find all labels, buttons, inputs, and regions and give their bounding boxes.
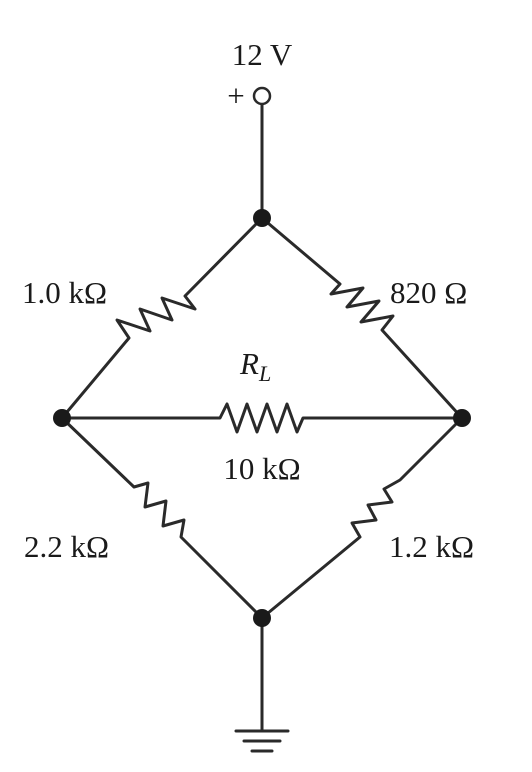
ground-symbol-icon bbox=[234, 729, 290, 753]
load-resistor-value-label: 10 kΩ bbox=[223, 451, 300, 486]
node-bottom bbox=[253, 609, 271, 627]
resistor-top-right bbox=[260, 216, 464, 420]
node-right bbox=[453, 409, 471, 427]
node-top bbox=[253, 209, 271, 227]
resistor-load bbox=[60, 402, 464, 434]
supply-polarity-label: + bbox=[227, 78, 244, 113]
node-left bbox=[53, 409, 71, 427]
resistor-top-left bbox=[60, 216, 264, 420]
supply-voltage-label: 12 V bbox=[232, 37, 293, 72]
load-resistor-symbol: R bbox=[239, 346, 259, 381]
load-resistor-subscript: L bbox=[258, 361, 271, 386]
resistor-top-right-label: 820 Ω bbox=[390, 275, 467, 310]
resistor-bottom-left-label: 2.2 kΩ bbox=[24, 529, 109, 564]
resistor-bottom-left bbox=[60, 416, 264, 620]
resistor-bottom-right-label: 1.2 kΩ bbox=[389, 529, 474, 564]
resistor-bottom-right bbox=[260, 416, 464, 620]
resistor-top-left-label: 1.0 kΩ bbox=[22, 275, 107, 310]
load-resistor-name-label: RL bbox=[239, 346, 271, 386]
supply-terminal bbox=[252, 86, 272, 106]
